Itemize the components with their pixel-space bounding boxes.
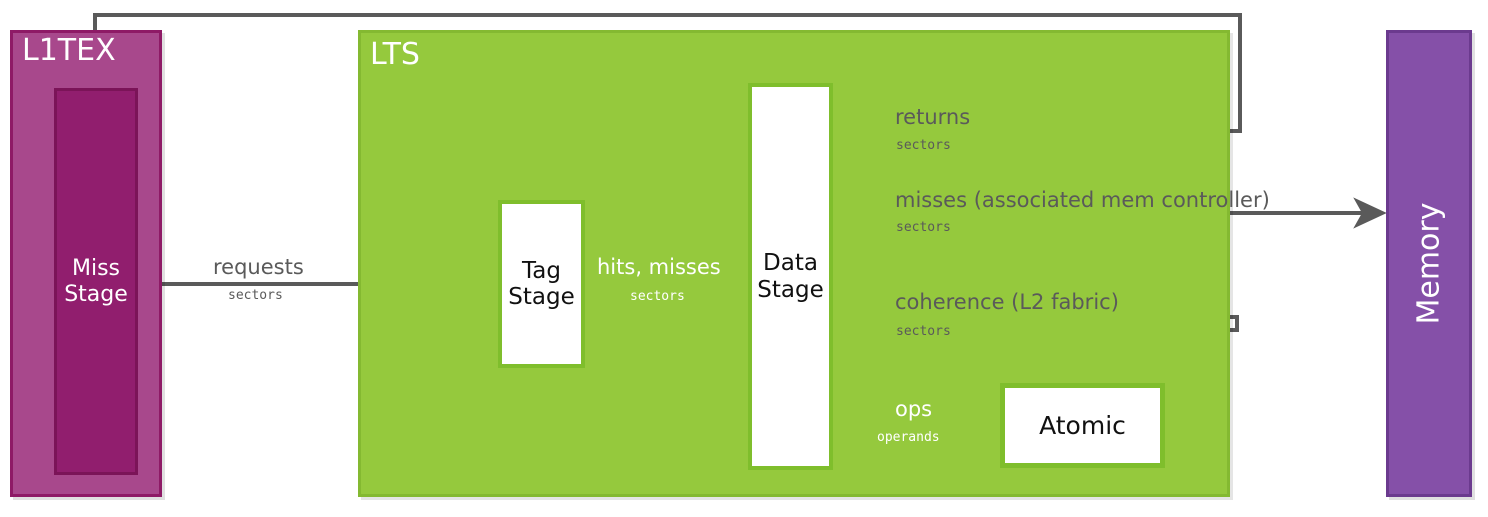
edge-returns-unit: sectors <box>896 138 951 153</box>
l1tex-label: L1TEX <box>22 33 116 68</box>
lts-label: LTS <box>370 37 420 72</box>
edge-misses-unit: sectors <box>896 220 951 235</box>
edge-hits-misses-label: hits, misses <box>597 255 721 279</box>
miss-stage-label: Miss Stage <box>64 256 128 307</box>
atomic-block[interactable]: Atomic <box>1000 383 1165 468</box>
edge-requests-label: requests <box>213 255 304 279</box>
edge-returns-label: returns <box>895 105 971 129</box>
edge-hits-misses-unit: sectors <box>630 289 685 304</box>
edge-requests-unit: sectors <box>228 288 283 303</box>
miss-stage-block[interactable]: Miss Stage <box>54 88 138 475</box>
tag-stage-block[interactable]: Tag Stage <box>498 200 585 368</box>
data-stage-label: Data Stage <box>757 250 824 303</box>
edge-coherence-unit: sectors <box>896 324 951 339</box>
atomic-label: Atomic <box>1039 411 1126 440</box>
edge-ops-unit: operands <box>877 430 940 445</box>
memory-label: Memory <box>1411 202 1447 325</box>
tag-stage-label: Tag Stage <box>508 257 575 310</box>
edge-ops-label: ops <box>895 397 933 421</box>
edge-coherence-label: coherence (L2 fabric) <box>895 290 1119 314</box>
edge-misses-label: misses (associated mem controller) <box>895 188 1270 212</box>
data-stage-block[interactable]: Data Stage <box>748 83 833 470</box>
memory-block[interactable]: Memory <box>1386 30 1472 497</box>
